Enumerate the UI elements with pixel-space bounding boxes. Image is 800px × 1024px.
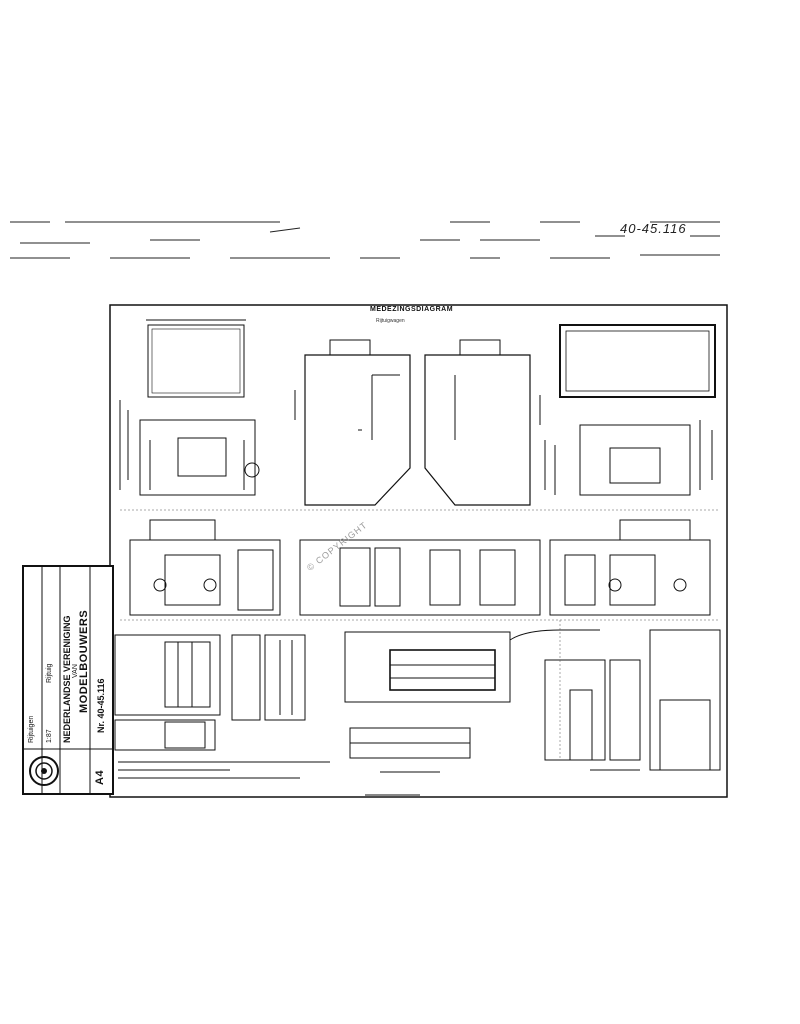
subject-label: Rijtuig xyxy=(46,663,53,683)
scale-label: 1:87 xyxy=(46,729,53,743)
title-block: Rijtuigen 1:87 Rijtuig NEDERLANDSE VEREN… xyxy=(22,565,114,795)
section-label: Rijtuigen xyxy=(28,715,35,743)
format-label: A4 xyxy=(94,769,106,785)
drawing-subtitle: Rijtuigwagen xyxy=(376,318,405,324)
association-name-line3: MODELBOUWERS xyxy=(78,609,90,713)
association-name-line1: NEDERLANDSE VERENIGING xyxy=(62,615,72,743)
reference-number: 40-45.116 xyxy=(620,221,687,236)
drawing-number: Nr. 40-45.116 xyxy=(96,678,106,733)
title-block-rotated: Rijtuigen 1:87 Rijtuig NEDERLANDSE VEREN… xyxy=(22,565,114,795)
title-block-grid xyxy=(24,567,112,793)
drawing-title: MEDEZINGSDIAGRAM xyxy=(370,306,454,313)
association-seal-icon xyxy=(29,756,59,786)
